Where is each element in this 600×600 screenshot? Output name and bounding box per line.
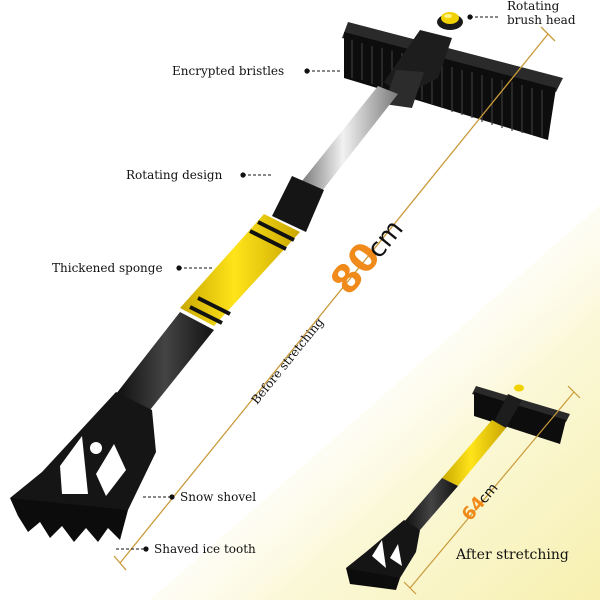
label-brush-head-line1: Rotating	[507, 0, 560, 13]
label-bristles: Encrypted bristles	[172, 64, 284, 78]
small-sponge	[442, 420, 506, 486]
before-stretching-text: Before stretching	[248, 315, 326, 407]
callout-dots	[143, 14, 473, 552]
rotating-knob	[437, 12, 463, 30]
dot-brush-head	[467, 14, 473, 20]
label-rotating-design: Rotating design	[126, 168, 223, 182]
ice-teeth	[10, 498, 128, 542]
rotating-collar	[272, 176, 324, 232]
label-brush-head-line2: brush head	[507, 13, 576, 27]
callout-leaders	[116, 16, 500, 550]
dot-rotating-design	[240, 172, 246, 178]
brush-head	[342, 22, 563, 140]
dot-sponge	[176, 265, 182, 271]
metal-pole	[298, 86, 398, 196]
after-measure-line	[403, 385, 581, 595]
background-highlight	[150, 205, 600, 600]
label-ice-tooth: Shaved ice tooth	[154, 542, 256, 556]
small-tool	[346, 384, 570, 590]
before-value-group: 80 cm	[322, 214, 410, 302]
after-stretching-text: After stretching	[455, 547, 569, 563]
dot-shovel	[169, 494, 175, 500]
main-tool	[10, 12, 563, 542]
dot-bristles	[304, 68, 310, 74]
label-shovel: Snow shovel	[180, 490, 256, 504]
label-sponge: Thickened sponge	[52, 261, 163, 275]
dot-ice-tooth	[143, 546, 149, 552]
before-measure-line	[113, 26, 556, 571]
lower-handle	[116, 312, 214, 410]
